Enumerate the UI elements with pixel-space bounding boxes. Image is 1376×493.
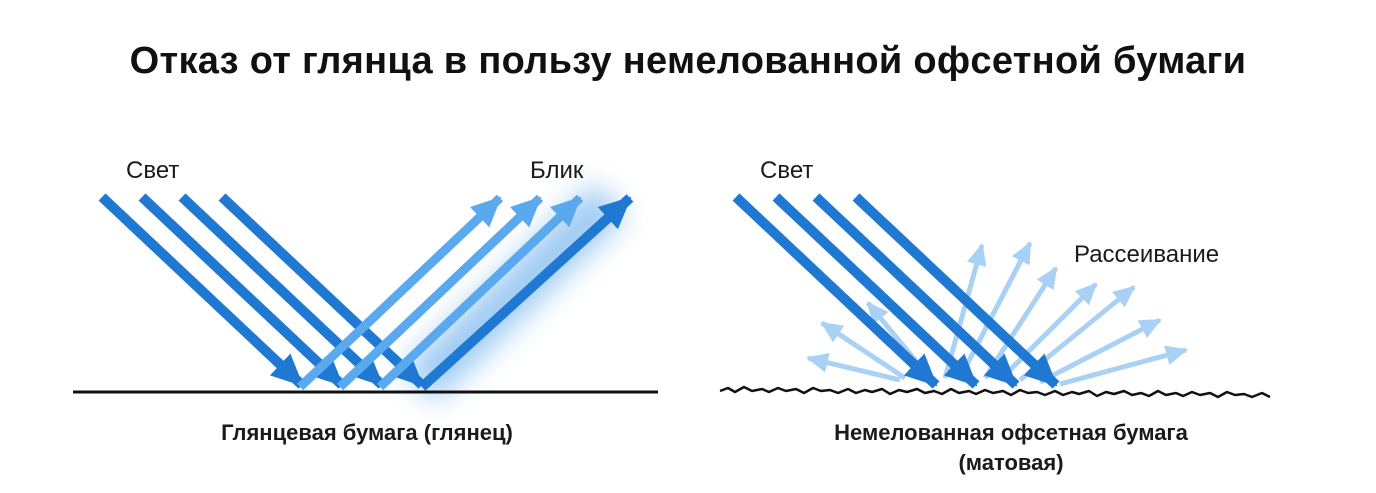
reflected-light-arrow xyxy=(336,194,544,391)
page-title: Отказ от глянца в пользу немелованной оф… xyxy=(129,40,1247,82)
light-label-right: Свет xyxy=(760,157,813,184)
reflected-light-arrow xyxy=(296,194,504,391)
incoming-light-arrow xyxy=(852,193,1060,389)
light-label-left: Свет xyxy=(126,157,179,184)
incoming-light-arrow xyxy=(772,193,980,389)
incoming-light-arrow xyxy=(218,193,426,389)
incoming-light-arrow xyxy=(812,193,1020,389)
incoming-light-arrow xyxy=(138,193,346,389)
incoming-light-arrow xyxy=(98,193,306,389)
scatter-arrow xyxy=(820,320,907,381)
uncoated-paper-caption-line2: (матовая) xyxy=(958,450,1063,475)
glossy-paper-caption: Глянцевая бумага (глянец) xyxy=(221,420,513,445)
glossy-panel: Свет Блик Глянцевая бумага (глянец) xyxy=(73,157,658,445)
uncoated-paper-caption-line1: Немелованная офсетная бумага xyxy=(834,420,1188,445)
glare-label: Блик xyxy=(530,157,584,184)
reflected-light-arrow xyxy=(376,194,584,391)
scatter-arrow xyxy=(1059,345,1188,387)
scatter-arrow xyxy=(1038,317,1162,385)
scatter-arrow xyxy=(806,352,901,383)
uncoated-panel: Свет Рассеивание Немелованная офсетная б… xyxy=(719,157,1271,475)
scatter-label: Рассеивание xyxy=(1074,241,1219,268)
incoming-light-arrow xyxy=(178,193,386,389)
rough-surface-line xyxy=(719,385,1271,399)
reflected-glare-arrow xyxy=(418,194,634,391)
incoming-light-arrow xyxy=(732,193,940,389)
